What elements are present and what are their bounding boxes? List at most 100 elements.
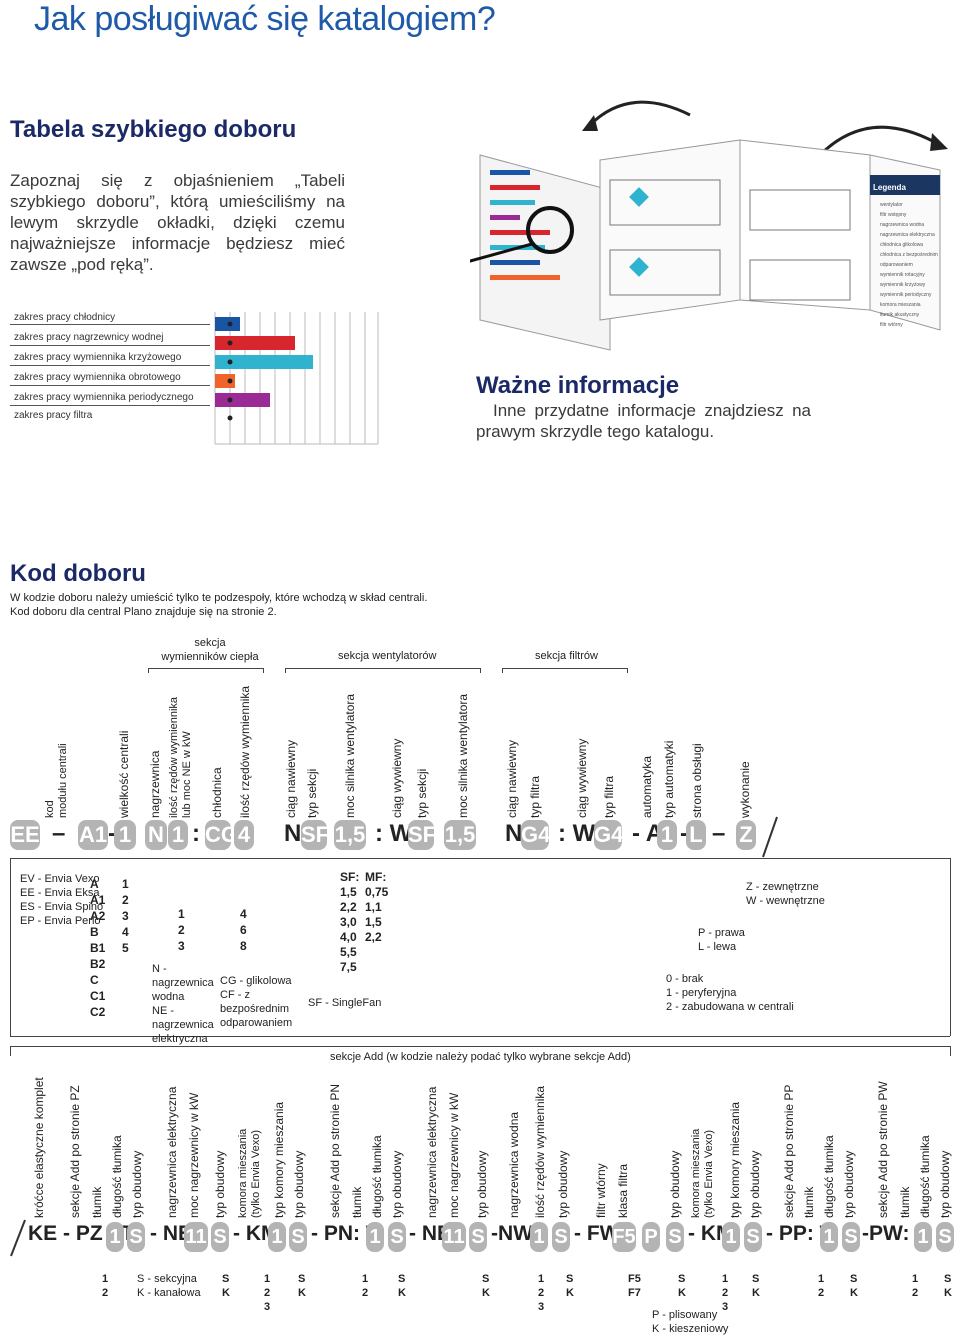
code-box-auto: 1: [657, 820, 677, 850]
col-label: typ filtra: [528, 775, 542, 818]
opt-item: 2: [912, 1287, 919, 1299]
opt-item: S: [752, 1273, 760, 1285]
add-label: tłumik: [802, 1186, 816, 1218]
add-label: typ obudowy: [556, 1150, 570, 1218]
add-label: moc nagrzewnicy w kW: [447, 1092, 461, 1218]
legend-title: Legenda: [873, 183, 906, 192]
add-frame: [10, 1046, 950, 1047]
slash: [10, 1219, 26, 1257]
add-label: sekcje Add po stronie PZ: [68, 1085, 82, 1218]
opt-item: 1: [722, 1273, 729, 1285]
legend-item: wymiennik krzyżowy: [880, 282, 926, 288]
kod-heading: Kod doboru: [10, 560, 146, 587]
bracket: [502, 668, 503, 673]
opt-item: S - sekcyjna: [137, 1273, 197, 1285]
add-label: typ obudowy: [390, 1150, 404, 1218]
opt-item: 1,5: [340, 885, 357, 899]
opt-item: S: [850, 1273, 858, 1285]
col-label: moc silnika wentylatora: [343, 693, 357, 818]
opt-item: 2: [538, 1287, 545, 1299]
opt-auto: 0 - brak 1 - peryferyjna 2 - zabudowana …: [666, 972, 794, 1014]
opt-item: K: [678, 1287, 686, 1299]
add-label: moc nagrzewnicy w kW: [187, 1092, 201, 1218]
col-label: automatyka: [640, 755, 654, 818]
add-label: długość tłumika: [918, 1135, 932, 1218]
opt-item: A2: [90, 909, 106, 923]
zakres-label: zakres pracy wymiennika periodycznego: [14, 392, 194, 403]
frame-line: [10, 858, 11, 1036]
col-label: wykonanie: [738, 761, 752, 818]
opt-item: EV - Envia Vexo: [20, 873, 100, 885]
opt-item: C: [90, 973, 99, 987]
add-opt: P - plisowany K - kieszeniowy: [652, 1308, 728, 1336]
add-label: typ obudowy: [748, 1150, 762, 1218]
tabela-heading: Tabela szybkiego doboru: [10, 116, 297, 143]
zakres-underline: [10, 365, 210, 366]
opt-item: P - prawa: [698, 927, 745, 939]
add-label: nagrzewnica elektryczna: [425, 1086, 439, 1218]
opt-item: MF:: [365, 870, 387, 884]
zakres-label: zakres pracy nagrzewnicy wodnej: [14, 332, 164, 343]
opt-item: W - wewnętrzne: [746, 895, 825, 907]
add-label: długość tłumika: [110, 1135, 124, 1218]
legend-item: nagrzewnica wodna: [880, 222, 925, 228]
opt-item: 3,0: [340, 915, 357, 929]
opt-sf-desc: SF - SingleFan: [308, 997, 382, 1009]
opt-item: A: [90, 877, 99, 891]
opt-item: 3: [122, 909, 129, 923]
opt-item: 1: [178, 907, 185, 921]
code-dash: –: [712, 820, 726, 847]
legend-item: filtr wtórny: [880, 322, 903, 328]
code-box-sf: SF: [301, 820, 329, 850]
opt-item: F7: [628, 1287, 641, 1299]
opt-item: N - nagrzewnica wodna: [152, 963, 214, 1003]
opt-item: 2: [122, 893, 129, 907]
add-box: S: [666, 1222, 684, 1252]
add-label: typ obudowy: [842, 1150, 856, 1218]
add-box: S: [211, 1222, 229, 1252]
col-label: typ sekcji: [415, 768, 429, 818]
opt-item: 5,5: [340, 945, 357, 959]
opt-side: P - prawa L - lewa: [698, 926, 745, 954]
add-box: 1: [268, 1222, 286, 1252]
code-box-cg: CG: [205, 820, 238, 850]
opt-item: S: [944, 1273, 952, 1285]
code-box-n: N: [145, 820, 167, 850]
opt-item: 1: [264, 1273, 271, 1285]
add-label: tłumik: [350, 1186, 364, 1218]
code-w: : W: [375, 820, 413, 847]
opt-item: K - kieszeniowy: [652, 1323, 729, 1335]
code-box-moc: 1,5: [334, 820, 366, 850]
add-code: - PP: T: [766, 1222, 833, 1245]
add-code: - NE: [409, 1222, 451, 1245]
opt-item: 1: [912, 1273, 919, 1285]
add-label: długość tłumika: [370, 1135, 384, 1218]
code-box-sf2: SF: [408, 820, 436, 850]
opt-item: 2,2: [365, 930, 382, 944]
legend-item: wymiennik rotacyjny: [880, 272, 925, 278]
add-box: P: [642, 1222, 660, 1252]
add-box: 11: [442, 1222, 466, 1252]
opt-item: C2: [90, 1005, 106, 1019]
opt-item: 0 - brak: [666, 973, 704, 985]
opt-item: 3: [538, 1301, 545, 1313]
zakres-label: zakres pracy wymiennika obrotowego: [14, 372, 181, 383]
add-label: króćce elastyczne komplet: [32, 1077, 46, 1218]
page-turn-arrows: [582, 100, 948, 157]
add-label: komora mieszania (tylko Envia Vexo): [690, 1128, 715, 1218]
add-label: sekcje Add po stronie PN: [328, 1083, 342, 1218]
legend-item: tłumik akustyczny: [880, 312, 920, 318]
code-dash: -: [108, 820, 116, 847]
bracket: [263, 668, 264, 673]
zakres-label: zakres pracy chłodnicy: [14, 312, 116, 323]
group-wentylatorow: sekcja wentylatorów: [338, 650, 437, 662]
opt-item: P - plisowany: [652, 1309, 718, 1321]
